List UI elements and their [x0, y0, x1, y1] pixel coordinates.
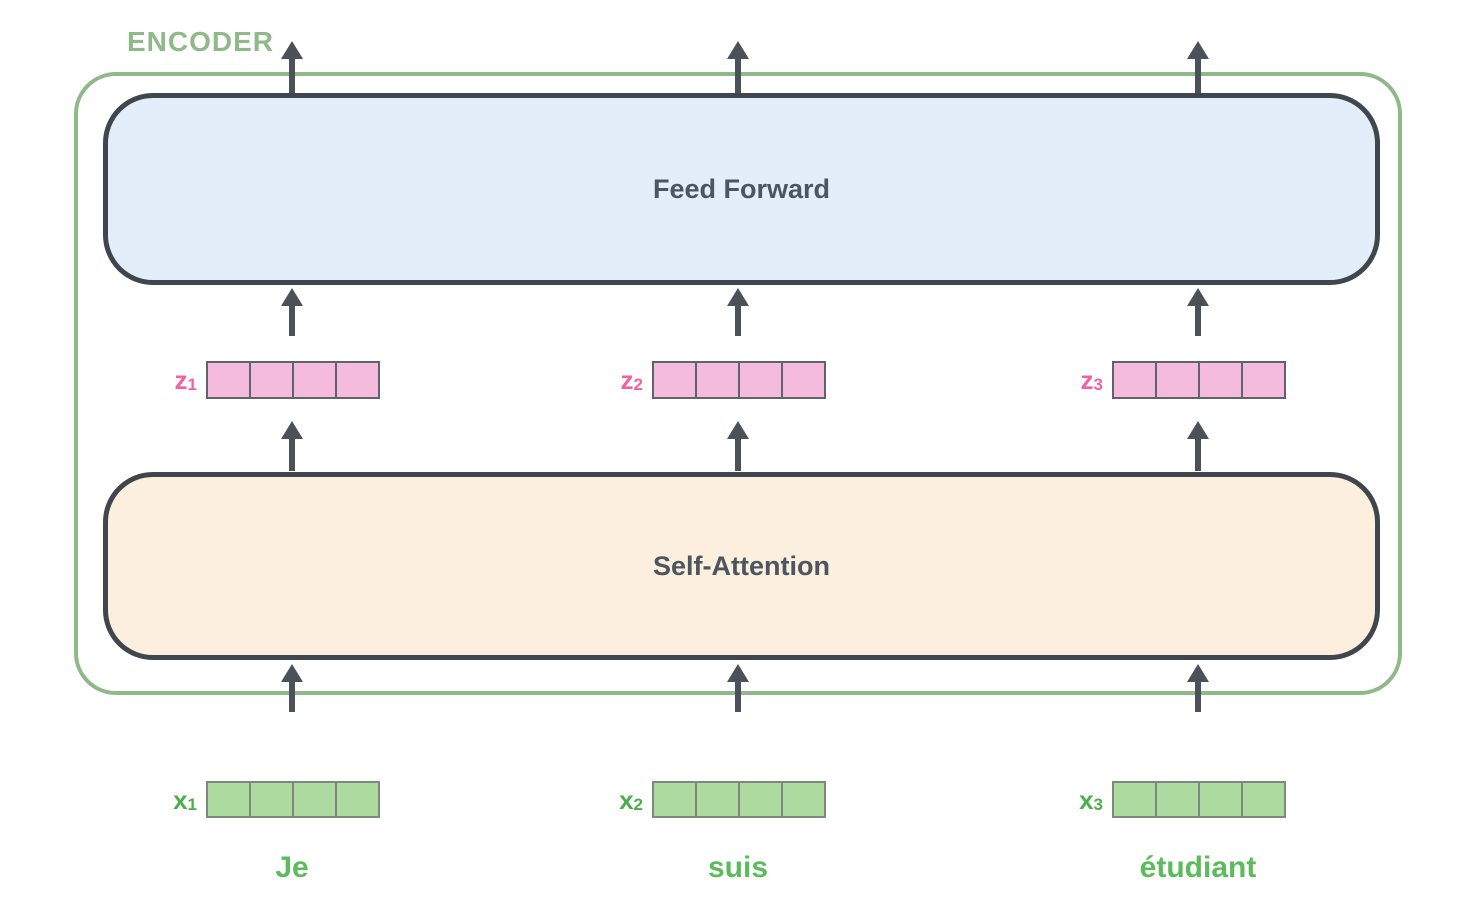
- up-arrow-icon: [1186, 421, 1210, 471]
- x2-vector: [652, 781, 826, 818]
- vector-cell: [1114, 783, 1155, 816]
- up-arrow-icon: [726, 288, 750, 336]
- x3-vector: [1112, 781, 1286, 818]
- token-word-suis: suis: [707, 851, 769, 884]
- up-arrow-icon: [280, 41, 304, 93]
- vector-cell: [781, 783, 824, 816]
- vector-cell: [1198, 783, 1241, 816]
- vector-cell: [738, 783, 781, 816]
- vector-cell: [208, 363, 249, 397]
- vector-cell: [1114, 363, 1155, 397]
- up-arrow-icon: [1186, 664, 1210, 712]
- vector-cell: [335, 363, 378, 397]
- up-arrow-icon: [726, 664, 750, 712]
- up-arrow-icon: [280, 288, 304, 336]
- self-attention-block: Self-Attention: [103, 472, 1380, 660]
- feed-forward-block: Feed Forward: [103, 93, 1380, 285]
- vector-cell: [1241, 783, 1284, 816]
- up-arrow-icon: [1186, 41, 1210, 93]
- self-attention-label: Self-Attention: [653, 550, 830, 581]
- z3-vector: [1112, 361, 1286, 399]
- vector-cell: [738, 363, 781, 397]
- up-arrow-icon: [280, 664, 304, 712]
- x1-vector: [206, 781, 380, 818]
- vector-cell: [335, 783, 378, 816]
- vector-cell: [1155, 783, 1198, 816]
- vector-cell: [208, 783, 249, 816]
- encoder-title: ENCODER: [127, 26, 275, 57]
- vector-cell: [1155, 363, 1198, 397]
- vector-cell: [292, 783, 335, 816]
- vector-cell: [249, 363, 292, 397]
- vector-cell: [695, 363, 738, 397]
- z2-vector: [652, 361, 826, 399]
- up-arrow-icon: [726, 421, 750, 471]
- vector-cell: [1241, 363, 1284, 397]
- vector-cell: [1198, 363, 1241, 397]
- vector-cell: [654, 783, 695, 816]
- feed-forward-label: Feed Forward: [652, 173, 831, 204]
- z1-vector: [206, 361, 380, 399]
- vector-cell: [781, 363, 824, 397]
- up-arrow-icon: [1186, 288, 1210, 336]
- vector-cell: [654, 363, 695, 397]
- up-arrow-icon: [726, 41, 750, 93]
- token-word-je: Je: [275, 851, 309, 884]
- vector-cell: [695, 783, 738, 816]
- up-arrow-icon: [280, 421, 304, 471]
- token-word-etudiant: étudiant: [1139, 851, 1257, 884]
- vector-cell: [292, 363, 335, 397]
- vector-cell: [249, 783, 292, 816]
